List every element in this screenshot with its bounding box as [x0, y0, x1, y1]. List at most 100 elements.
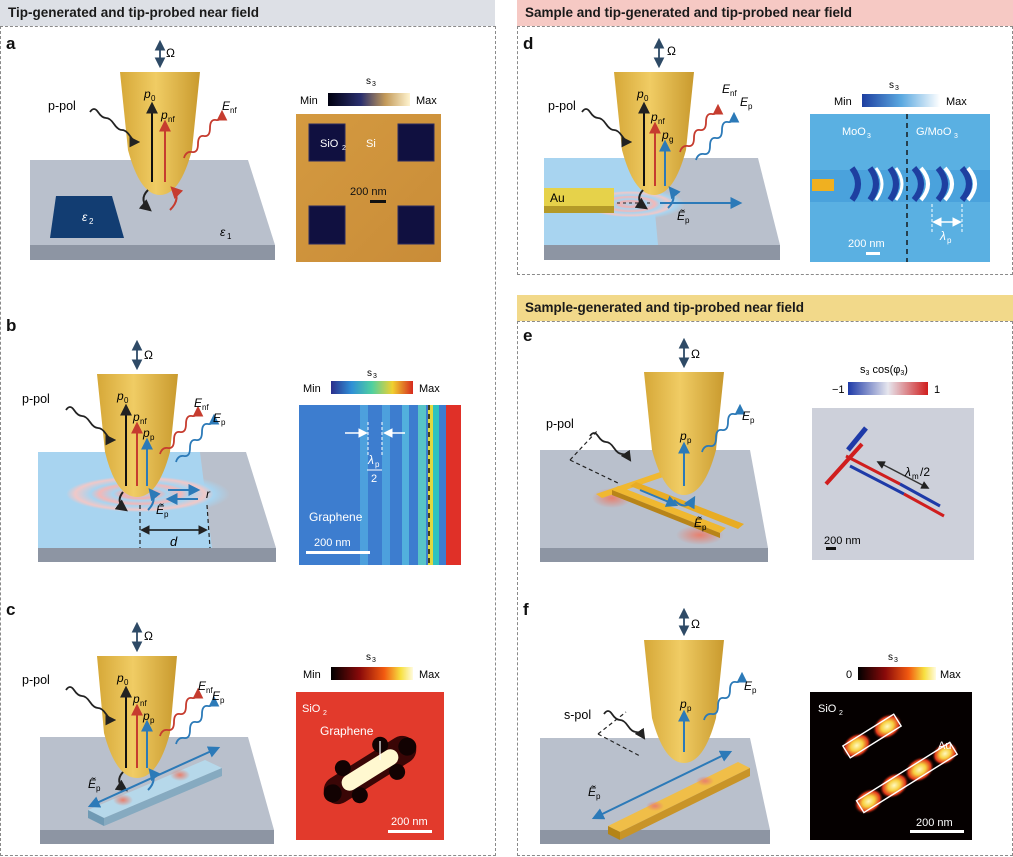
dashed-line [206, 504, 211, 549]
panel-f-image: s 3 0 Max SiO 2 Au 200 nm [810, 652, 972, 840]
ep-sub: p [750, 416, 755, 425]
cbar-max: Max [946, 96, 967, 108]
scale-bar [910, 830, 964, 833]
p0-label: p [636, 87, 644, 101]
wavy-arrow-icon [159, 405, 204, 455]
cbar-title-sub: 3 [373, 373, 377, 380]
curved-arrow-icon [114, 491, 128, 512]
pp-label: p [679, 429, 687, 443]
dark-lobe [389, 763, 406, 780]
cbar-max: Max [419, 669, 440, 681]
p0-sub: 0 [151, 94, 156, 103]
au-label: Au [938, 740, 951, 752]
frame-left [0, 26, 496, 856]
cbar-title: s [888, 652, 893, 663]
lambda-rest: /2 [920, 465, 930, 479]
scale-label: 200 nm [350, 186, 387, 198]
cbar-title: s [366, 652, 371, 663]
ppol-label: p-pol [22, 673, 50, 687]
pp-label: p [679, 697, 687, 711]
epsilon2-region [50, 196, 124, 238]
lambda-sub: m [912, 472, 919, 481]
colorbar [328, 93, 410, 106]
substrate-side [38, 548, 276, 562]
enf-label: E [722, 82, 731, 96]
antenna-bar [612, 486, 726, 533]
cbar-title: s [366, 76, 371, 87]
wavy-arrow-icon [581, 108, 633, 148]
wavy-arrow-icon [679, 103, 724, 153]
dark-lobe [334, 760, 351, 777]
eps1-label: ε [220, 225, 226, 239]
pp-sub: p [687, 704, 692, 713]
panel-b-labels: Ω p-pol p 0 p nf p p E nf E p r Ẽ p d [22, 348, 226, 549]
substrate-region [446, 405, 461, 565]
p0-label: p [116, 671, 124, 685]
panel-c-labels: Ω p-pol p 0 p nf p p E nf E p Ẽ p [22, 629, 225, 793]
substrate-side [540, 548, 768, 562]
cbar-min: Min [834, 96, 852, 108]
cbar-min: Min [303, 669, 321, 681]
plasmon-spot [113, 794, 133, 806]
pp-label: p [142, 426, 150, 440]
fringe [360, 405, 368, 565]
etilde-sub: p [702, 523, 707, 532]
scale-bar [866, 252, 880, 255]
ep-double-arrow [87, 746, 221, 808]
panel-c-image: s 3 Min Max SiO 2 Graphene 200 nm [296, 652, 444, 840]
omega-label: Ω [691, 347, 700, 361]
substrate-top [540, 450, 768, 548]
colorbar [862, 94, 940, 107]
etilde-label: Ẽ [694, 516, 703, 530]
lambda-label: λ [939, 229, 946, 243]
graphene-label: Graphene [309, 510, 363, 524]
panel-d-schematic [544, 37, 780, 260]
panel-e-labels: Ω p-pol p p E p Ẽ p [546, 347, 755, 532]
panel-e-image: s3 cos(φ3) −1 1 λ m /2 200 nm [812, 364, 974, 560]
lambda-sub: p [947, 236, 952, 245]
cbar-min: 0 [846, 669, 852, 681]
ep-sub: p [220, 696, 225, 705]
au-label: Au [550, 191, 565, 205]
ep-label: E [212, 689, 221, 703]
wavy-arrow-icon [65, 686, 117, 726]
omega-label: Ω [166, 46, 175, 60]
omega-label: Ω [691, 617, 700, 631]
curved-arrow-icon [169, 186, 184, 211]
panel-label-c: c [6, 600, 16, 619]
lambda-den: 2 [371, 473, 377, 485]
substrate-side [40, 830, 274, 844]
dashed-line [597, 733, 641, 757]
scale-label: 200 nm [824, 535, 861, 547]
cbar-min: Min [300, 95, 318, 107]
si-label: Si [366, 138, 376, 150]
ep-sub: p [748, 102, 753, 111]
wavy-arrow-icon [175, 695, 220, 745]
field-lobe [846, 426, 868, 452]
rod-outline [855, 741, 959, 814]
rod-outline [841, 713, 903, 759]
colorbar [331, 667, 413, 680]
substrate-side [30, 245, 275, 260]
panel-b-image: s 3 Min Max λ p 2 Graphene 200 nm [299, 368, 461, 565]
panel-a-labels: Ω p-pol p 0 p nf E nf ε 2 ε 1 [48, 46, 237, 241]
lambda-arrow [876, 461, 930, 489]
hotspot [879, 772, 910, 799]
tip [644, 372, 724, 495]
pnf-sub: nf [140, 417, 147, 426]
panel-c-schematic [40, 621, 274, 844]
header-right-bottom: Sample-generated and tip-probed near fie… [517, 295, 1013, 321]
pp-sub: p [150, 716, 155, 725]
scale-label: 200 nm [848, 238, 885, 250]
omega-label: Ω [667, 44, 676, 58]
etilde-label: Ẽ [156, 503, 165, 517]
enf-label: E [194, 396, 203, 410]
sio2-label: SiO [818, 703, 837, 715]
hotspot [872, 713, 903, 740]
scale-label: 200 nm [391, 816, 428, 828]
field-lobe [824, 442, 864, 486]
ribbon-bright [341, 749, 399, 791]
eps1-sub: 1 [227, 232, 232, 241]
cbar-max: Max [940, 669, 961, 681]
